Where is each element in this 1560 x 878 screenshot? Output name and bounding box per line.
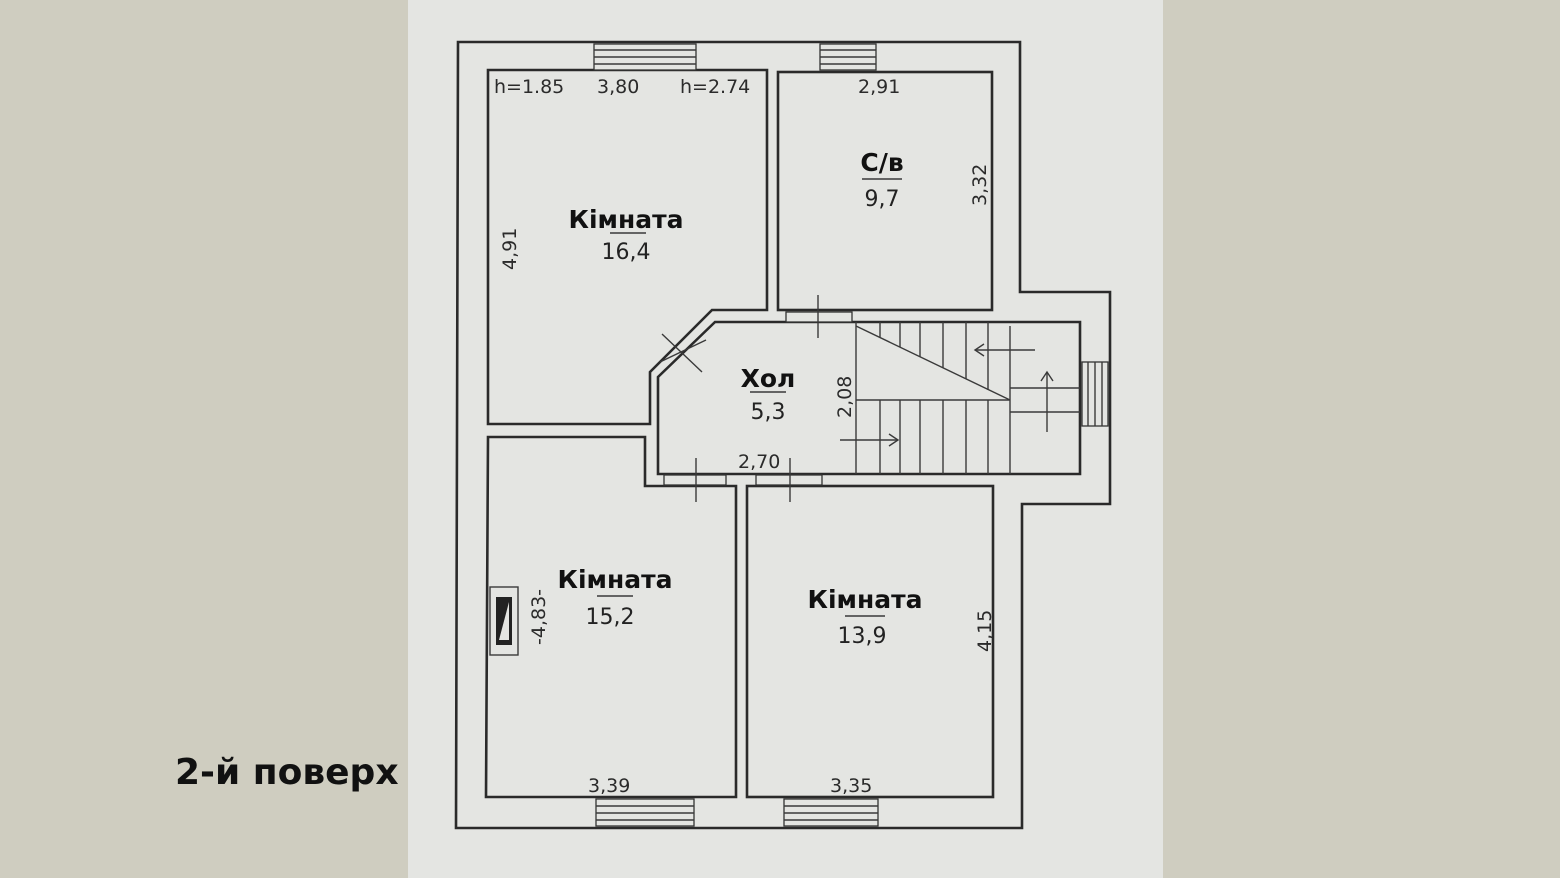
dim-bath-width: 2,91: [858, 76, 900, 98]
dim-room1-h-left: h=1.85: [494, 76, 564, 98]
outer-wall: [454, 40, 1112, 830]
room-4-area: 15,2: [586, 605, 635, 630]
room-2-name: С/в: [860, 148, 903, 177]
dim-room1-height: 4,91: [499, 228, 521, 270]
dim-bath-height: 3,32: [969, 164, 991, 206]
room-1-name: Кімната: [569, 205, 684, 234]
dim-hall-height: 2,08: [834, 376, 856, 418]
hall-walls: [656, 320, 1082, 476]
room-4-walls: [745, 484, 995, 799]
room-3-hall-name: Хол: [741, 364, 796, 393]
doors: [659, 295, 853, 502]
dim-room1-h-right: h=2.74: [680, 76, 750, 98]
dim-room4-height: 4,15: [974, 610, 996, 652]
room-3-hall-area: 5,3: [751, 400, 786, 425]
dim-room3-height: -4,83-: [528, 589, 550, 645]
room-4-name: Кімната: [558, 565, 673, 594]
windows: [593, 43, 1109, 827]
room-2-area: 9,7: [865, 187, 900, 212]
dim-hall-width: 2,70: [738, 451, 780, 473]
room-1-area: 16,4: [602, 240, 651, 265]
dim-room1-width: 3,80: [597, 76, 639, 98]
room-1-walls: [486, 68, 769, 426]
floor-plan-sheet: [408, 0, 1163, 878]
staircase: [840, 322, 1080, 474]
room-3-walls: [484, 435, 738, 799]
room-5-area: 13,9: [838, 624, 887, 649]
dim-room4-width: 3,35: [830, 775, 872, 797]
floor-caption: 2-й поверх: [175, 752, 399, 793]
stove-icon: [489, 586, 519, 656]
room-5-name: Кімната: [808, 585, 923, 614]
bath-walls: [776, 70, 994, 312]
dim-room3-width: 3,39: [588, 775, 630, 797]
